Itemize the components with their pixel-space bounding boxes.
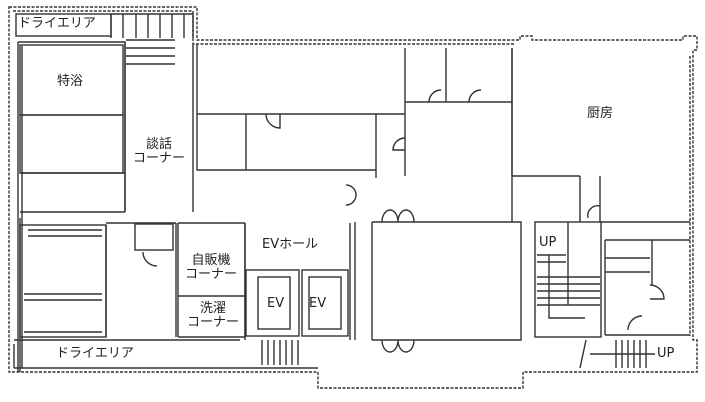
elevator-label-1: EV [267,296,285,311]
stair-up-label-exterior: UP [657,346,675,361]
room-label-special-bath: 特浴 [57,74,84,89]
room-label-ev-hall: EVホール [262,237,319,252]
room-label-dry-area-top: ドライエリア [18,16,96,31]
room-label-lounge: 談話 コーナー [132,137,185,166]
elevator-label-2: EV [309,296,327,311]
stair-up-label-main: UP [539,235,557,250]
room-label-vending: 自販機 コーナー [184,253,237,282]
room-label-kitchen: 厨房 [587,106,614,121]
room-label-dry-area-bottom: ドライエリア [56,346,134,361]
room-label-laundry: 洗濯 コーナー [186,301,239,330]
